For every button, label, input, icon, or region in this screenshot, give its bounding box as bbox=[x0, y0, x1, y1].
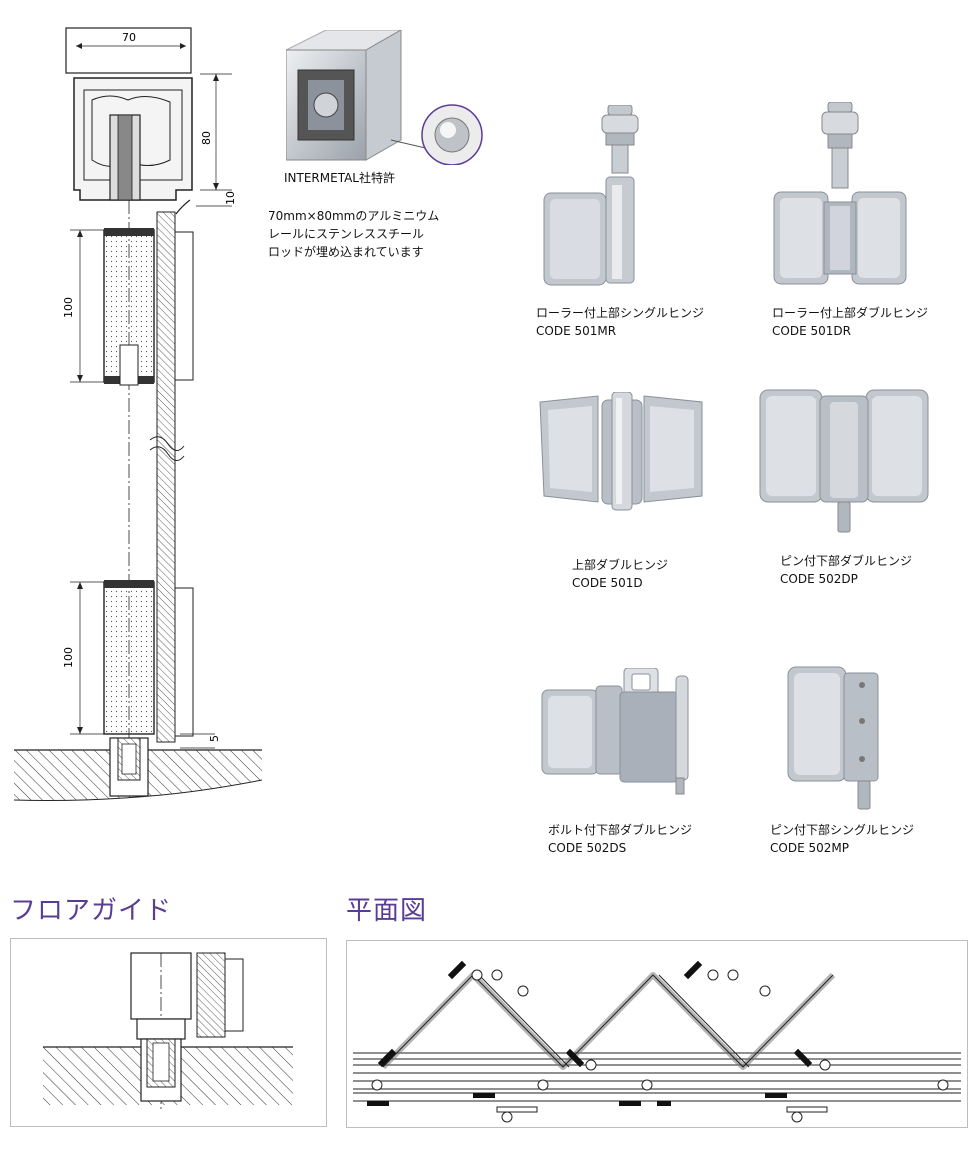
section-drawing: 70 80 10 100 100 5 bbox=[13, 27, 263, 801]
floor-guide-drawing bbox=[43, 952, 293, 1109]
rail-description-line-2: レールにステンレススチール bbox=[268, 227, 425, 241]
rail-description-line-1: 70mm×80mmのアルミニウム bbox=[268, 209, 440, 223]
hinge-501dr-code: CODE 501DR bbox=[772, 324, 851, 338]
floor-guide-box bbox=[10, 938, 327, 1127]
hinge-502dp-image bbox=[759, 389, 929, 533]
dim-rail-height-label: 80 bbox=[200, 131, 213, 145]
bottom-roller bbox=[103, 581, 155, 735]
plan-view-drawing bbox=[353, 960, 961, 1123]
dim-roller-top-label: 100 bbox=[62, 297, 75, 318]
hinge-502ds-image bbox=[541, 668, 689, 795]
hinge-501mr-code: CODE 501MR bbox=[536, 324, 617, 338]
dim-width-label: 70 bbox=[122, 31, 136, 44]
hinge-502dp-code: CODE 502DP bbox=[780, 572, 858, 586]
hinge-501d-image bbox=[539, 392, 703, 511]
floor-guide-title: フロアガイド bbox=[10, 896, 173, 926]
hinge-501d-name: 上部ダブルヒンジ bbox=[572, 558, 669, 572]
dim-floor-gap-label: 5 bbox=[208, 735, 221, 742]
dim-gap-top-label: 10 bbox=[224, 191, 237, 205]
hinge-501dr-name: ローラー付上部ダブルヒンジ bbox=[772, 306, 929, 320]
hinge-502mp-name: ピン付下部シングルヒンジ bbox=[770, 823, 915, 837]
hinge-502mp-image bbox=[787, 666, 879, 810]
hinge-502mp-code: CODE 502MP bbox=[770, 841, 849, 855]
hinge-502dp-name: ピン付下部ダブルヒンジ bbox=[780, 554, 913, 568]
ceiling-frame bbox=[65, 27, 192, 74]
dim-roller-bottom-label: 100 bbox=[62, 647, 75, 668]
glass-panel bbox=[156, 211, 176, 743]
plan-title: 平面図 bbox=[346, 896, 428, 926]
hinge-501mr-name: ローラー付上部シングルヒンジ bbox=[536, 306, 705, 320]
plan-view-box bbox=[346, 940, 968, 1128]
hinge-501mr-image bbox=[543, 105, 639, 286]
hinge-501dr-image bbox=[773, 102, 907, 285]
hinge-502ds-code: CODE 502DS bbox=[548, 841, 627, 855]
rail-description-line-3: ロッドが埋め込まれています bbox=[268, 245, 424, 259]
patent-label: INTERMETAL社特許 bbox=[284, 171, 395, 185]
rail-photo bbox=[286, 30, 483, 165]
hinge-502ds-name: ボルト付下部ダブルヒンジ bbox=[548, 823, 693, 837]
hinge-501d-code: CODE 501D bbox=[572, 576, 643, 590]
